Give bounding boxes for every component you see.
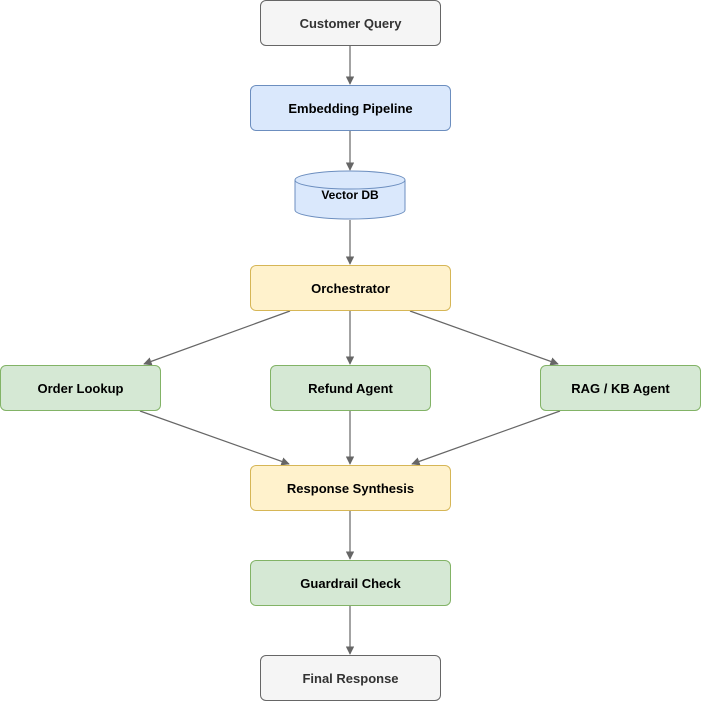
node-order-lookup-label: Order Lookup xyxy=(37,380,124,396)
node-embedding-pipeline[interactable]: Embedding Pipeline xyxy=(250,85,451,131)
edge-orchestrator-to-rag xyxy=(409,310,559,366)
node-final-response-label: Final Response xyxy=(302,670,399,686)
edge-order-lookup-to-synthesis xyxy=(139,410,290,466)
node-guardrail-check[interactable]: Guardrail Check xyxy=(250,560,451,606)
edge-orchestrator-to-order-lookup xyxy=(143,310,291,366)
node-guardrail-check-label: Guardrail Check xyxy=(300,575,401,591)
node-refund-agent[interactable]: Refund Agent xyxy=(270,365,431,411)
node-refund-agent-label: Refund Agent xyxy=(308,380,393,396)
node-orchestrator-label: Orchestrator xyxy=(311,280,390,296)
database-cylinder-icon xyxy=(294,170,406,220)
node-customer-query-label: Customer Query xyxy=(299,15,402,31)
node-embedding-pipeline-label: Embedding Pipeline xyxy=(288,100,413,116)
node-rag-kb-agent-label: RAG / KB Agent xyxy=(571,380,670,396)
node-customer-query[interactable]: Customer Query xyxy=(260,0,441,46)
node-final-response[interactable]: Final Response xyxy=(260,655,441,701)
node-vector-db-label: Vector DB xyxy=(321,188,379,202)
node-orchestrator[interactable]: Orchestrator xyxy=(250,265,451,311)
edge-rag-to-synthesis xyxy=(411,410,561,466)
node-response-synthesis-label: Response Synthesis xyxy=(286,480,415,496)
node-rag-kb-agent[interactable]: RAG / KB Agent xyxy=(540,365,701,411)
node-order-lookup[interactable]: Order Lookup xyxy=(0,365,161,411)
node-response-synthesis[interactable]: Response Synthesis xyxy=(250,465,451,511)
node-vector-db[interactable]: Vector DB xyxy=(295,181,405,209)
